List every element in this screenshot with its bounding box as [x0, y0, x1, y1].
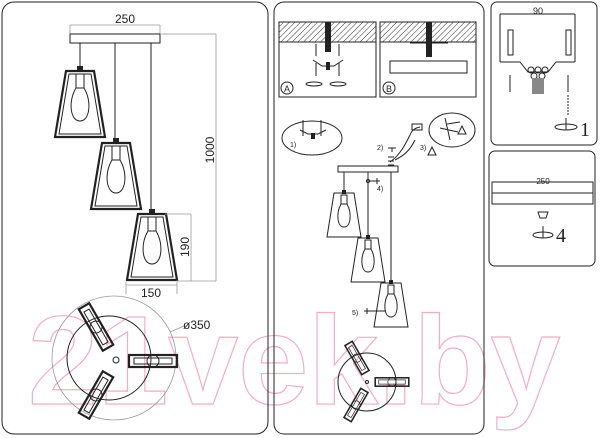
step-4-label: 4)	[377, 186, 383, 193]
lamp-shade	[89, 136, 143, 211]
lamp-shade	[326, 189, 362, 238]
panel-canopy: 250 4	[488, 150, 596, 267]
step-1-label: 1)	[290, 142, 296, 149]
dim-circle-diameter: ø350	[183, 318, 211, 332]
step-2-label: 2)	[377, 145, 383, 152]
option-a-label: A	[284, 84, 290, 94]
step-5-label: 5)	[352, 310, 358, 317]
dim-total-height: 1000	[203, 136, 217, 163]
lamp-shade	[53, 64, 107, 139]
panel-step-1: 1	[580, 119, 590, 141]
dim-shade-height: 190	[178, 237, 192, 257]
dim-mount-width: 90	[533, 6, 543, 16]
canopy	[69, 33, 161, 44]
panel-dimensions: 250 1000 190 150 ø350	[1, 1, 269, 435]
watermark: 21vek.by	[28, 290, 560, 431]
dim-canopy-width: 250	[115, 12, 135, 26]
step-3-label: 3)	[420, 145, 426, 152]
canopy	[337, 165, 399, 173]
lamp-shade	[125, 207, 179, 282]
lamp-shade	[350, 234, 386, 283]
panel-mounting-bracket: 90 1	[490, 1, 598, 146]
panel-assembly: A B 1) 2) 3) 4) 5)	[273, 1, 485, 435]
option-b-label: B	[386, 84, 392, 94]
panel-step-4: 4	[556, 225, 566, 247]
dim-shade-width: 150	[141, 286, 161, 300]
